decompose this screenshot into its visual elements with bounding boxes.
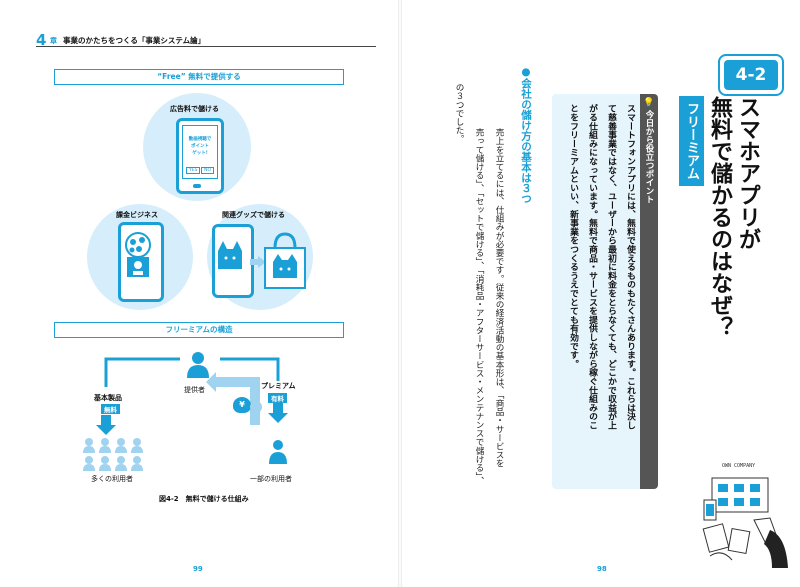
body-line-3: の３つでした。: [454, 83, 464, 144]
tip-line-1: スマートフォンアプリには、無料で使えるものもたくさんあります。これらは決し: [625, 104, 635, 430]
basic-product-label: 基本製品: [94, 394, 122, 402]
many-users-label: 多くの利用者: [91, 475, 133, 483]
gacha-machine-icon: [125, 232, 151, 277]
freemium-tag: フリーミアム: [679, 96, 704, 186]
billing-label: 課金ビジネス: [116, 211, 158, 219]
cat-face-icon: [218, 241, 242, 269]
coin-icon: [250, 401, 262, 413]
premium-label: プレミアム: [261, 382, 296, 390]
home-button-icon: [193, 184, 201, 188]
ad-revenue-label: 広告料で儲ける: [170, 105, 219, 113]
some-users-label: 一部の利用者: [250, 475, 292, 483]
tote-bag-icon: [264, 232, 306, 289]
no-button: NO: [201, 167, 214, 174]
freemium-diagram: [96, 357, 288, 435]
section-number-badge: 4-2: [718, 54, 784, 96]
provider-label: 提供者: [184, 386, 205, 394]
tip-heading-bar: 💡 今日から役立つポイント: [640, 94, 658, 489]
many-users-icon: [83, 438, 143, 471]
tip-line-3: がる仕組みになっています。無料で商品・サービスを提供しながら稼ぐ仕組みのこ: [587, 104, 597, 430]
body-line-1: 売上を立てるには、仕組みが必要です。従来の経済活動の基本形は、「商品・サービスを: [494, 128, 504, 468]
merch-label: 関連グッズで儲ける: [222, 211, 285, 219]
section-freemium-title: フリーミアムの構造: [54, 322, 344, 338]
body-line-2: 売って儲ける」、「セットで儲ける」、「消耗品・アフターサービス・メンテナンスで儲…: [474, 128, 484, 485]
subheading: ●会社の儲け方の基本は３つ: [520, 66, 532, 204]
chapter-kanji: 章: [50, 37, 57, 45]
page-number-left: 99: [193, 565, 203, 573]
screen-line3: ゲット!: [192, 151, 208, 156]
provider-person-icon: [187, 352, 209, 378]
company-illustration: [702, 477, 788, 568]
tip-line-2: て慈善事業ではなく、ユーザーから最初に料金をとらなくても、どこかで収益が上: [606, 104, 616, 430]
title-line2: 無料で儲かるのはなぜ？: [707, 96, 732, 338]
some-user-icon: [269, 440, 287, 464]
left-page: 4 章 事業のかたちをつくる「事業システム論」 “Free” 無料で提供する 広…: [36, 31, 376, 573]
lightbulb-icon: 💡: [643, 98, 655, 108]
figure-caption: 図4-2 無料で儲ける仕組み: [159, 495, 249, 503]
chapter-number: 4: [36, 31, 47, 49]
company-sign: OWN COMPANY: [722, 463, 756, 469]
money-bag-icon: ¥: [233, 397, 251, 413]
book-gutter: [398, 0, 402, 587]
free-badge: 無料: [101, 404, 120, 414]
yes-button: YES: [186, 167, 201, 174]
phone-ad-icon: 動画視聴で ポイント ゲット! YES NO: [176, 118, 224, 194]
section-number: 4-2: [724, 60, 778, 90]
section-free-title: “Free” 無料で提供する: [54, 69, 344, 85]
phone-screen: 動画視聴で ポイント ゲット! YES NO: [182, 125, 218, 179]
chapter-title: 事業のかたちをつくる「事業システム論」: [63, 36, 206, 45]
header-rule: [36, 46, 376, 47]
screen-line2: ポイント: [191, 144, 209, 149]
title-line1: スマホアプリが: [735, 96, 760, 250]
tip-line-4: とをフリーミアムといい、新事業をつくるうえでとても有効です。: [568, 104, 578, 368]
paid-badge: 有料: [268, 393, 287, 403]
screen-line1: 動画視聴で: [188, 137, 212, 142]
tip-box: [552, 94, 646, 489]
phone-cat-icon: [212, 224, 254, 298]
page-number-right: 98: [597, 565, 607, 573]
arrow-right-icon: [250, 256, 266, 268]
phone-gacha-icon: [118, 222, 164, 302]
tip-heading: 今日から役立つポイント: [644, 110, 654, 204]
